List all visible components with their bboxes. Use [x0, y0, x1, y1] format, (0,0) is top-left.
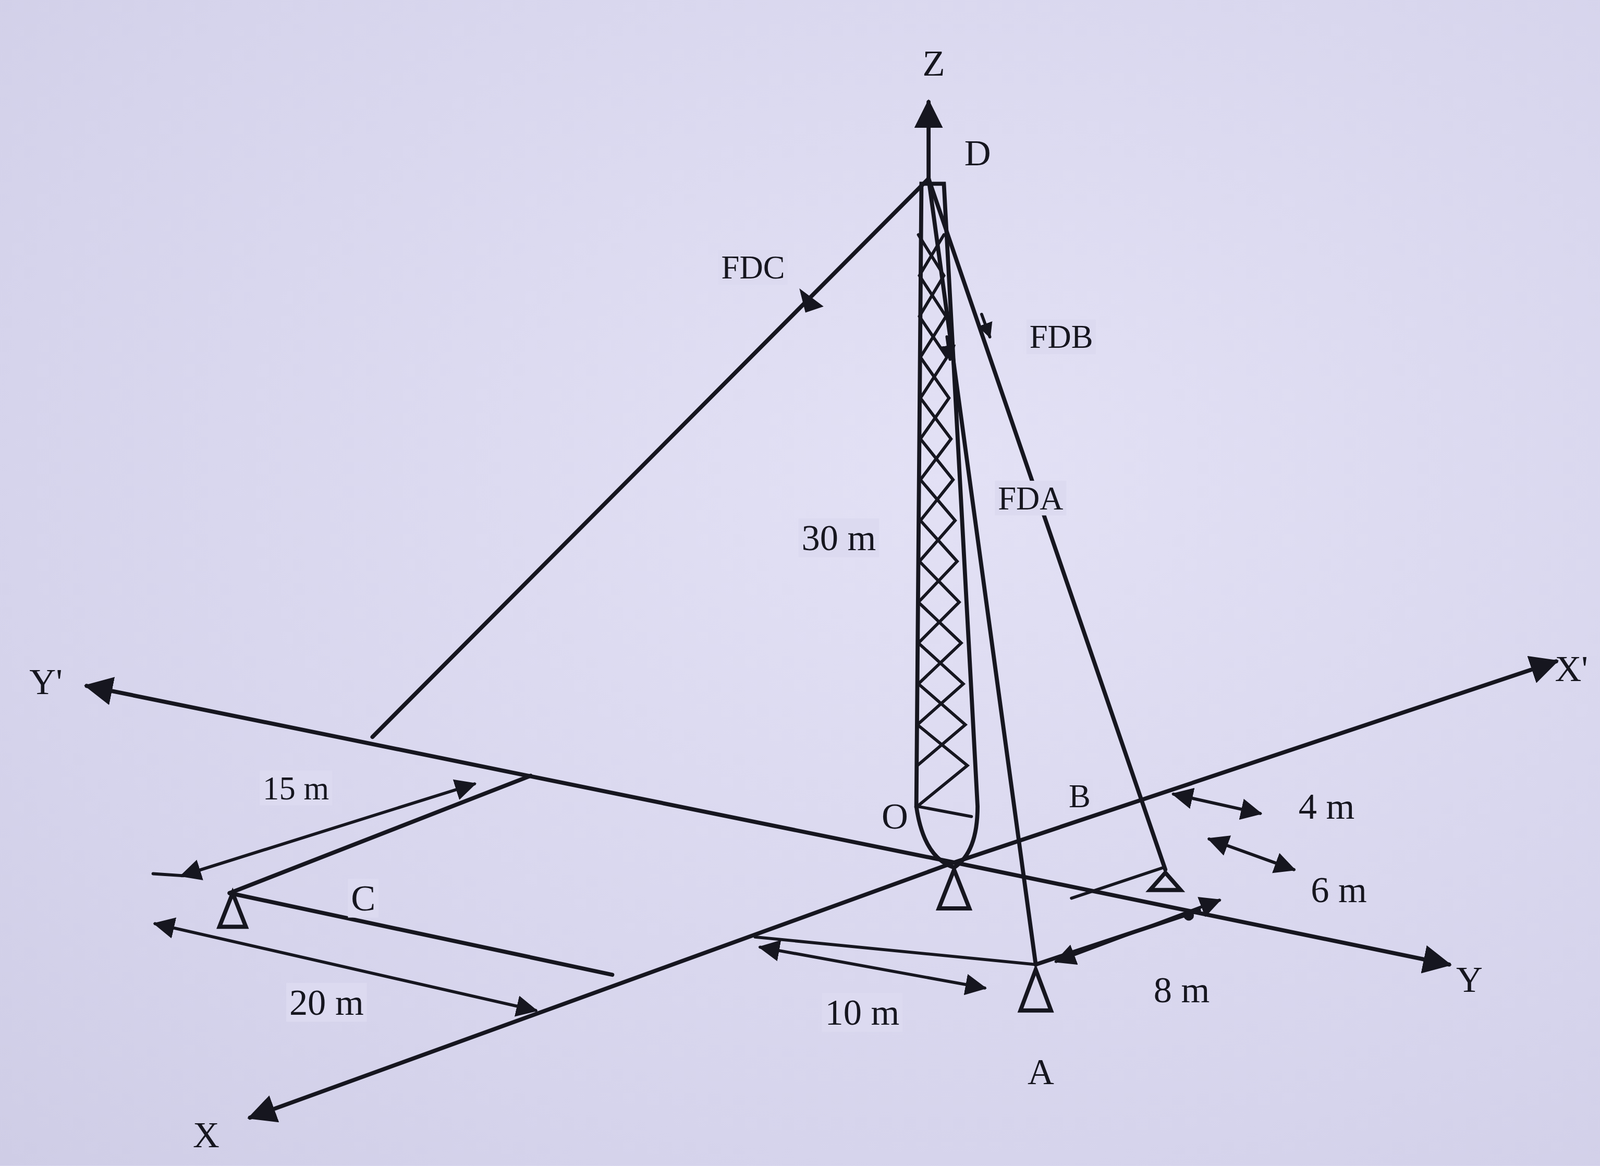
- diagram-label: Z: [919, 43, 949, 83]
- diagram-label: 8 m: [1150, 970, 1213, 1009]
- diagram-label: FDC: [718, 250, 789, 286]
- diagram-label: 20 m: [286, 982, 368, 1022]
- diagram-label: FDA: [994, 480, 1067, 516]
- diagram-label: D: [961, 133, 995, 173]
- diagram-label: Y: [1452, 960, 1486, 999]
- diagram-label: FDB: [1026, 319, 1097, 355]
- diagram-label: Y': [26, 662, 66, 701]
- diagram-label: 10 m: [822, 992, 903, 1032]
- diagram-label: A: [1024, 1052, 1058, 1091]
- diagram-label: 15 m: [259, 770, 333, 806]
- diagram-label: 30 m: [798, 518, 880, 557]
- diagram-label: B: [1065, 778, 1094, 814]
- diagram-label: X': [1552, 649, 1592, 688]
- diagram-label: X: [189, 1115, 223, 1154]
- diagram-label: C: [347, 878, 379, 918]
- diagram-label: 6 m: [1307, 870, 1370, 910]
- diagram-label: 4 m: [1295, 786, 1358, 826]
- diagram-label: O: [878, 797, 912, 836]
